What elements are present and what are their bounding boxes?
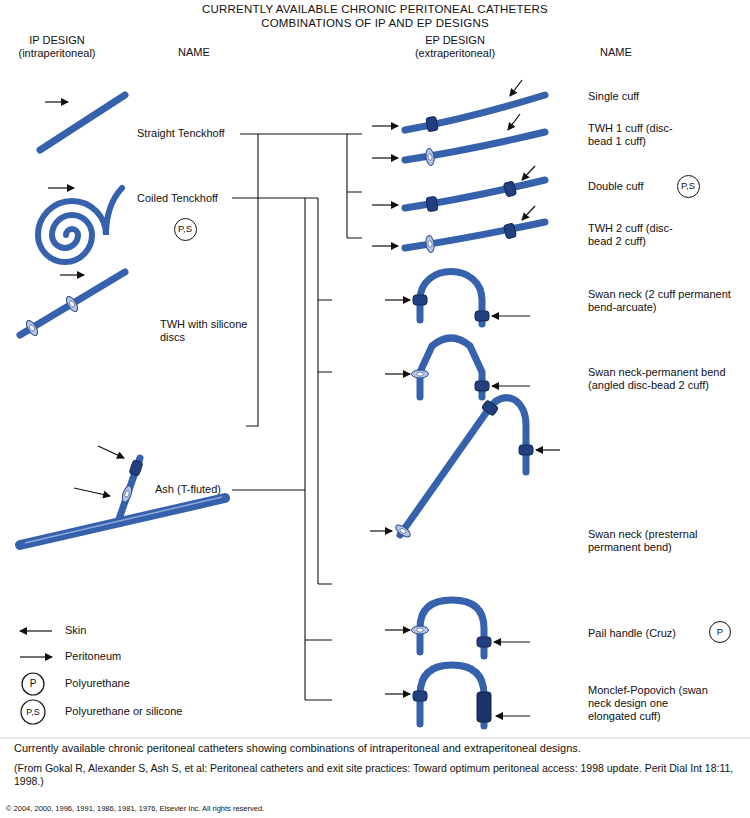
catheter-name: Coiled Tenckhoff (137, 192, 218, 205)
material-code: P,S (681, 181, 695, 191)
material-circle: P (709, 621, 731, 643)
catheter-name: Swan neck (presternal permanent bend) (588, 528, 738, 554)
material-circle: P,S (677, 175, 700, 198)
column-heading: IP DESIGN (intraperitoneal) (7, 34, 107, 60)
catheter-name: Ash (T-fluted) (155, 483, 221, 496)
catheter-name: TWH 2 cuff (disc-bead 2 cuff) (588, 222, 676, 248)
legend-symbol-text: P (30, 679, 37, 689)
catheter-name: Single cuff (588, 90, 639, 103)
diagram-title: CURRENTLY AVAILABLE CHRONIC PERITONEAL C… (195, 3, 555, 31)
catheter-name: Double cuff (588, 180, 643, 193)
column-heading: NAME (600, 46, 632, 59)
legend-text: Polyurethane (65, 677, 130, 690)
catheter-name: Straight Tenckhoff (137, 127, 225, 140)
legend-symbols (20, 631, 52, 724)
copyright: © 2004, 2000, 1996, 1991, 1986, 1981, 19… (6, 804, 264, 813)
column-heading: NAME (178, 46, 210, 59)
legend-symbol-text: P,S (26, 708, 39, 717)
site-arrows (45, 80, 560, 716)
legend-text: Polyurethane or silicone (65, 705, 182, 718)
catheter-name: Monclef-Popovich (swan neck design one e… (588, 684, 708, 724)
bracket-lines (232, 134, 362, 700)
material-code: P,S (178, 224, 192, 234)
material-circle: P,S (174, 218, 197, 241)
column-heading: EP DESIGN (extraperitoneal) (400, 34, 510, 60)
legend-text: Skin (65, 624, 86, 637)
catheter-name: TWH 1 cuff (disc-bead 1 cuff) (588, 122, 676, 148)
catheter-name: Pail handle (Cruz) (588, 627, 676, 640)
ep-catheters (400, 95, 545, 726)
catheter-name: Swan neck (2 cuff permanent bend-arcuate… (588, 288, 743, 314)
material-code: P (717, 627, 723, 637)
figure-caption: Currently available chronic peritoneal c… (14, 742, 739, 755)
catheter-name: TWH with silicone discs (160, 318, 252, 344)
catheter-name: Swan neck-permanent bend (angled disc-be… (588, 366, 738, 392)
citation: (From Gokal R, Alexander S, Ash S, et al… (14, 762, 739, 787)
legend-text: Peritoneum (65, 650, 121, 663)
